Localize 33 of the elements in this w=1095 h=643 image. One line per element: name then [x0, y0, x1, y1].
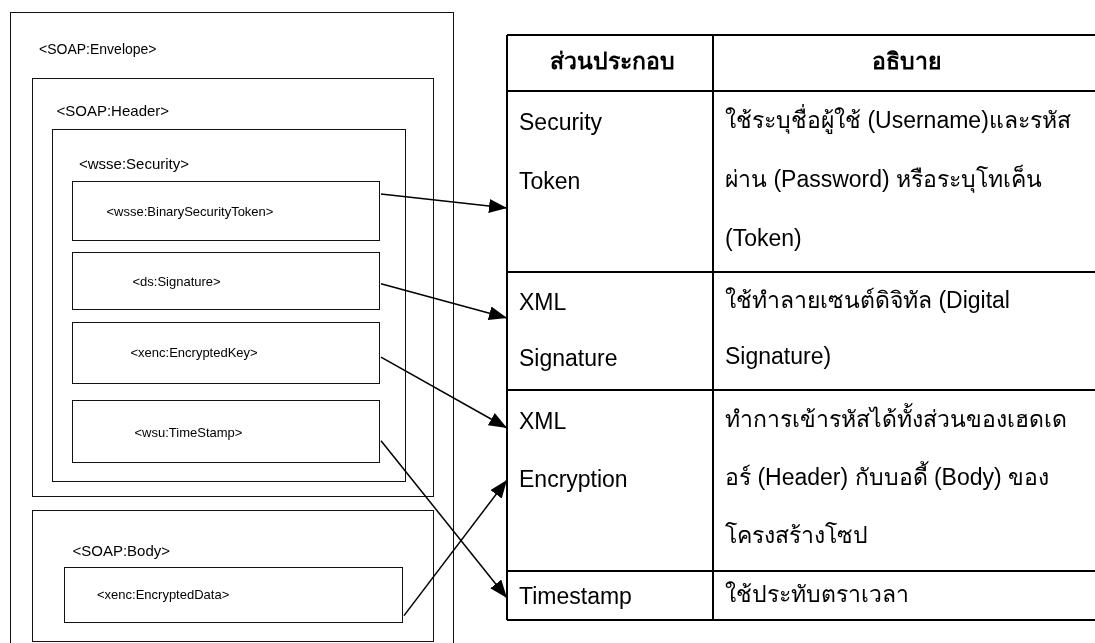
- tag-label: <wsse:Security>: [79, 156, 190, 172]
- element-box: [71, 399, 380, 463]
- element-box: [31, 77, 434, 497]
- element-box: [71, 251, 380, 310]
- arrow: [380, 439, 508, 599]
- component-name: XML Encryption: [507, 390, 713, 571]
- element-box: [71, 180, 380, 241]
- tag-label: <xenc:EncryptedKey>: [130, 344, 258, 361]
- tag-label: <xenc:EncryptedData>: [97, 587, 230, 603]
- tag-label: <SOAP:Body>: [72, 542, 171, 559]
- component-name: XML Signature: [507, 272, 713, 390]
- arrow: [380, 283, 508, 321]
- column-header: อธิบาย: [870, 47, 942, 76]
- element-box: [71, 321, 380, 384]
- arrow: [380, 193, 508, 213]
- element-box: [10, 12, 454, 643]
- arrow: [380, 356, 508, 429]
- description-text: ใช้ทำลายเซนต์ดิจิทัล (Digital Signature): [724, 286, 1011, 371]
- arrow: [403, 479, 508, 617]
- component-name: Security Token: [507, 91, 713, 272]
- element-box: [64, 567, 403, 623]
- tag-label: <SOAP:Header>: [56, 102, 170, 119]
- column-header: ส่วนประกอบ: [548, 47, 676, 76]
- tag-label: <ds:Signature>: [132, 273, 221, 290]
- tag-label: <wsse:BinarySecurityToken>: [106, 203, 274, 220]
- component-name: Timestamp: [507, 571, 713, 620]
- description-text: ใช้ประทับตราเวลา: [724, 580, 910, 609]
- tag-label: <SOAP:Envelope>: [39, 41, 157, 57]
- description-text: ทำการเข้ารหัสได้ทั้งส่วนของเฮดเดอร์ (Header) กับบอดี้ (Body) ของโครงสร้างโซป: [713, 390, 1095, 571]
- element-box: [31, 509, 434, 642]
- element-box: [52, 129, 406, 482]
- description-text: ใช้ระบุชื่อผู้ใช้ (Username)และรหัสผ่าน (Password) หรือระบุโทเค็น (Token): [713, 91, 1095, 272]
- tag-label: <wsu:TimeStamp>: [134, 424, 243, 441]
